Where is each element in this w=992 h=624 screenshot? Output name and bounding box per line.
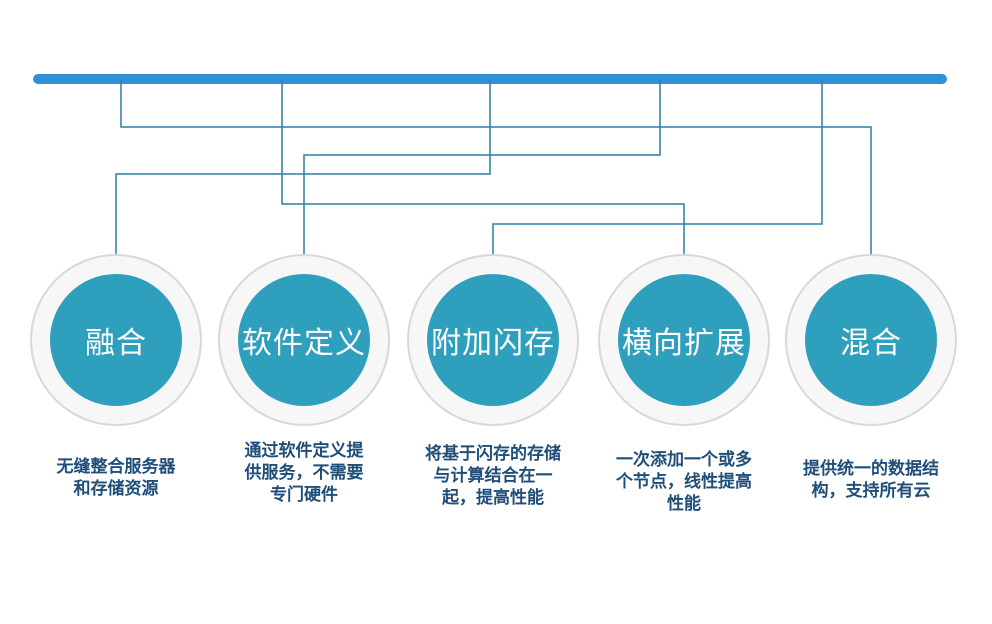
description-line: 与计算结合在一 — [433, 466, 553, 486]
node-description-5: 提供统一的数据结 构，支持所有云 — [781, 458, 961, 502]
node-circle-1: 融合 — [30, 254, 202, 426]
node-core: 横向扩展 — [618, 274, 750, 406]
description-line: 和存储资源 — [73, 479, 159, 499]
node-description-4: 一次添加一个或多 个节点，线性提高 性能 — [594, 449, 774, 515]
node-circle-2: 软件定义 — [218, 254, 390, 426]
connector-line-5 — [492, 79, 823, 262]
node-title: 软件定义 — [242, 326, 366, 361]
description-line: 个节点，线性提高 — [616, 472, 752, 492]
description-line: 一次添加一个或多 — [616, 450, 752, 470]
node-title: 横向扩展 — [622, 326, 746, 361]
node-circle-3: 附加闪存 — [407, 254, 579, 426]
connector-line-4 — [303, 79, 661, 262]
connector-line-2 — [281, 79, 685, 262]
node-core: 融合 — [50, 274, 182, 406]
node-title: 混合 — [840, 326, 902, 361]
description-line: 供服务，不需要 — [244, 463, 364, 483]
node-circle-5: 混合 — [785, 254, 957, 426]
connector-line-3 — [115, 79, 491, 262]
node-circle-4: 横向扩展 — [598, 254, 770, 426]
node-core: 混合 — [805, 274, 937, 406]
node-description-3: 将基于闪存的存储 与计算结合在一 起，提高性能 — [403, 443, 583, 509]
node-description-2: 通过软件定义提 供服务，不需要 专门硬件 — [214, 440, 394, 506]
description-line: 通过软件定义提 — [244, 441, 364, 461]
description-line: 性能 — [667, 494, 701, 514]
description-line: 无缝整合服务器 — [56, 457, 176, 477]
description-line: 构，支持所有云 — [811, 481, 931, 501]
connector-line-1 — [120, 79, 872, 262]
node-description-1: 无缝整合服务器 和存储资源 — [26, 456, 206, 500]
description-line: 将基于闪存的存储 — [425, 444, 561, 464]
node-title: 附加闪存 — [431, 326, 555, 361]
node-core: 软件定义 — [238, 274, 370, 406]
description-line: 专门硬件 — [270, 485, 338, 505]
node-title: 融合 — [85, 326, 147, 361]
description-line: 提供统一的数据结 — [803, 459, 939, 479]
node-core: 附加闪存 — [427, 274, 559, 406]
description-line: 起，提高性能 — [442, 488, 544, 508]
